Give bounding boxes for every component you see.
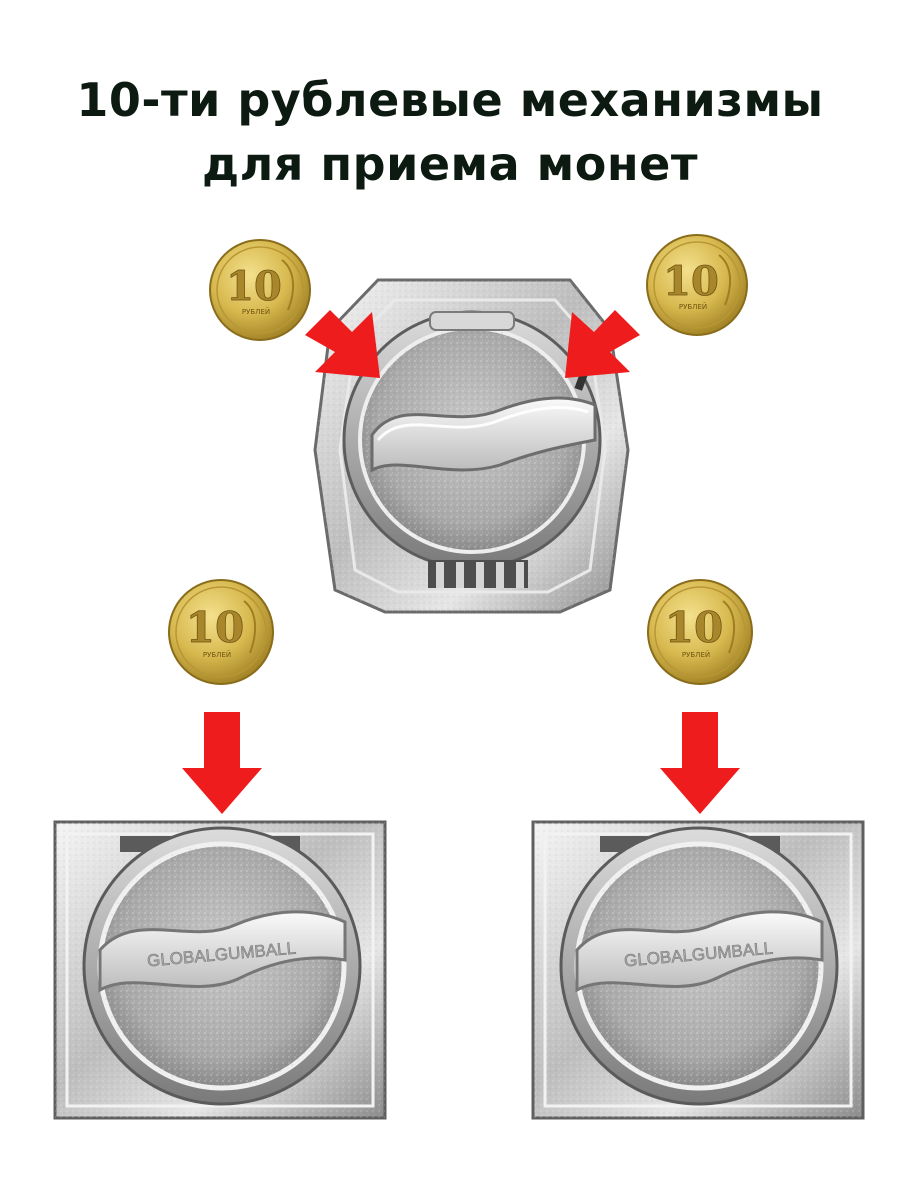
coin-denomination: РУБЛЕЙ [682,650,710,659]
coin-icon: 10 РУБЛЕЙ [646,234,748,336]
red-arrow-icon [660,712,740,814]
coin-denomination: РУБЛЕЙ [242,307,270,316]
coin-denomination: РУБЛЕЙ [203,650,231,659]
coin-mechanism-image: GLOBALGUMBALL [53,820,387,1120]
coin-mechanism-image [313,278,630,614]
coin-value: 10 [665,603,723,652]
title-line-2: для приема монет [201,137,699,191]
title-line-1: 10-ти рублевые механизмы [76,73,824,127]
coin-icon: 10 РУБЛЕЙ [168,579,274,685]
coin-mechanism-image: GLOBALGUMBALL [531,820,865,1120]
red-arrow-icon [182,712,262,814]
coin-icon: 10 РУБЛЕЙ [647,579,753,685]
coin-value: 10 [186,603,244,652]
red-arrow-icon [565,310,640,378]
coin-value: 10 [226,263,282,310]
page-title: 10-ти рублевые механизмы для приема моне… [0,68,900,196]
coin-denomination: РУБЛЕЙ [679,302,707,311]
coin-icon: 10 РУБЛЕЙ [209,239,311,341]
coin-value: 10 [663,258,719,305]
red-arrow-icon [305,310,380,378]
